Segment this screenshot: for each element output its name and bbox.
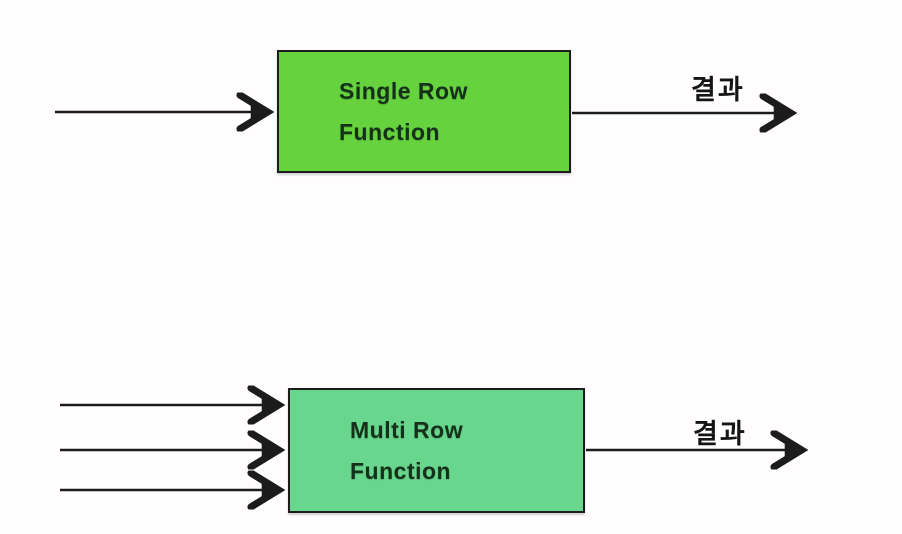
single-row-label-line1: Single Row bbox=[339, 77, 468, 104]
single-row-function-box: Single Row Function bbox=[277, 50, 571, 173]
multi-row-function-box: Multi Row Function bbox=[288, 388, 585, 513]
multi-row-label-line1: Multi Row bbox=[350, 416, 464, 443]
single-row-output-label: 결과 bbox=[691, 75, 745, 105]
multi-row-label-line2: Function bbox=[350, 457, 452, 484]
single-row-label-line2: Function bbox=[339, 118, 441, 145]
multi-row-output-label: 결과 bbox=[693, 419, 747, 449]
